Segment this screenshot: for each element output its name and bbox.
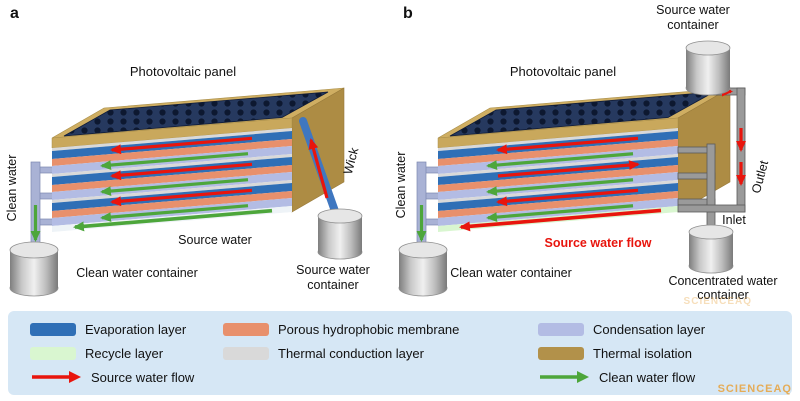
flow-arrows-a xyxy=(30,136,273,242)
source-water-flow-main-arrow xyxy=(459,208,662,232)
source-water-flow-arrow-icon xyxy=(32,371,81,383)
membrane-swatch xyxy=(223,322,269,336)
outlet-manifold-b xyxy=(677,143,716,231)
legend-item-membrane: Porous hydrophobic membrane xyxy=(223,319,538,339)
clean-water-container-label: Clean water container xyxy=(76,266,198,280)
photovoltaic-panel-label: Photovoltaic panel xyxy=(510,64,616,79)
wick-assembly-a xyxy=(299,117,340,218)
condensation-layer-swatch xyxy=(538,322,584,336)
source-water-container-b xyxy=(685,40,731,96)
source-water-flow-arrow xyxy=(110,188,253,207)
clean-water-flow-arrow xyxy=(100,204,249,223)
porous-hydrophobic-membrane xyxy=(438,165,678,192)
legend-label: Evaporation layer xyxy=(85,321,187,337)
clean-water-flow-arrow xyxy=(100,178,249,197)
flow-arrows-b xyxy=(416,136,662,242)
legend-label: Condensation layer xyxy=(593,321,706,337)
inlet-pipe xyxy=(677,204,746,213)
porous-hydrophobic-membrane xyxy=(52,139,292,166)
clean-water-flow-arrow-icon xyxy=(540,371,589,383)
source-water-channel-arrow xyxy=(73,208,273,232)
clean-water-flow-arrow xyxy=(486,178,634,197)
source-water-container-label-line1: Source water xyxy=(656,3,730,17)
clean-water-flow-arrow xyxy=(486,152,634,171)
source-water-flow-arrow xyxy=(496,188,639,207)
legend-label: Thermal isolation xyxy=(593,345,692,361)
outlet-label: Outlet xyxy=(749,159,771,195)
inlet-label: Inlet xyxy=(722,213,746,227)
porous-hydrophobic-membrane xyxy=(438,191,678,218)
concentrated-water-container-b xyxy=(688,224,734,274)
clean-water-container-a xyxy=(9,241,59,297)
legend-label: Clean water flow xyxy=(599,369,696,385)
swatch-rect xyxy=(538,346,584,360)
legend-item-conduction: Thermal conduction layer xyxy=(223,343,538,363)
source-water-flow-arrow xyxy=(497,160,640,178)
porous-hydrophobic-membrane xyxy=(52,165,292,192)
watermark-faint: SCIENCEAQ xyxy=(683,296,752,307)
swatch-rect xyxy=(223,346,269,360)
arrow-head xyxy=(577,371,589,383)
legend-item-evaporation: Evaporation layer xyxy=(30,319,223,339)
swatch-rect xyxy=(30,346,76,360)
porous-hydrophobic-membrane xyxy=(52,191,292,218)
legend-label: Source water flow xyxy=(91,369,195,385)
legend-label: Recycle layer xyxy=(85,345,164,361)
photovoltaic-panel-top xyxy=(63,91,329,137)
clean-water-label: Clean water xyxy=(394,152,408,219)
legend-spacer xyxy=(223,367,538,387)
recycle-layer-swatch xyxy=(30,346,76,360)
swatch-rect xyxy=(538,322,584,336)
diagram-panels: a Photovoltaic panel Clean water Wick So… xyxy=(5,3,778,302)
clean-water-flow-arrow xyxy=(486,204,634,223)
swatch-rect xyxy=(223,322,269,336)
source-water-flow-arrow xyxy=(110,162,253,181)
conduction-layer-swatch xyxy=(223,346,269,360)
thermal-conduction-layer xyxy=(438,154,678,177)
panel-letter-a: a xyxy=(10,5,19,22)
legend-item-condensation: Condensation layer xyxy=(538,319,778,339)
clean-water-container-label: Clean water container xyxy=(450,266,572,280)
source-water-flow-label: Source water flow xyxy=(545,236,652,250)
concentrated-water-container-label-line1: Concentrated water xyxy=(668,274,777,288)
clean-water-container-b xyxy=(398,241,448,297)
swatch-rect xyxy=(30,322,76,336)
outlet-downpipe xyxy=(706,143,716,231)
source-water-flow-arrow xyxy=(110,136,253,155)
source-water-label: Source water xyxy=(178,233,252,247)
legend: Evaporation layer Porous hydrophobic mem… xyxy=(8,311,792,395)
watermark: SCIENCEAQ xyxy=(717,383,792,395)
panel-a-diagram: a Photovoltaic panel Clean water Wick So… xyxy=(5,5,370,297)
porous-hydrophobic-membrane xyxy=(438,139,678,166)
source-water-flow-arrow xyxy=(496,136,639,155)
source-water-container-label-line2: container xyxy=(307,278,358,292)
clean-water-flow-arrow xyxy=(100,152,249,171)
source-water-container-a xyxy=(317,208,363,260)
evaporation-layer-swatch xyxy=(30,322,76,336)
legend-item-source-flow: Source water flow xyxy=(30,367,223,387)
thermal-isolation-swatch xyxy=(538,346,584,360)
panel-b-diagram: b Photovoltaic panel Source water contai… xyxy=(394,3,778,302)
legend-label: Thermal conduction layer xyxy=(278,345,424,361)
photovoltaic-panel-label: Photovoltaic panel xyxy=(130,64,236,79)
concentrated-water-container-label-line2: container xyxy=(697,288,748,302)
legend-item-clean-flow: Clean water flow xyxy=(538,367,778,387)
wick-label: Wick xyxy=(341,145,362,176)
legend-item-isolation: Thermal isolation xyxy=(538,343,778,363)
source-water-flow-arrow xyxy=(308,138,329,199)
legend-item-recycle: Recycle layer xyxy=(30,343,223,363)
clean-water-label: Clean water xyxy=(5,155,19,222)
legend-label: Porous hydrophobic membrane xyxy=(278,321,460,337)
arrow-head xyxy=(69,371,81,383)
source-water-container-label-line2: container xyxy=(667,18,718,32)
panel-letter-b: b xyxy=(403,5,413,22)
source-water-container-label-line1: Source water xyxy=(296,263,370,277)
